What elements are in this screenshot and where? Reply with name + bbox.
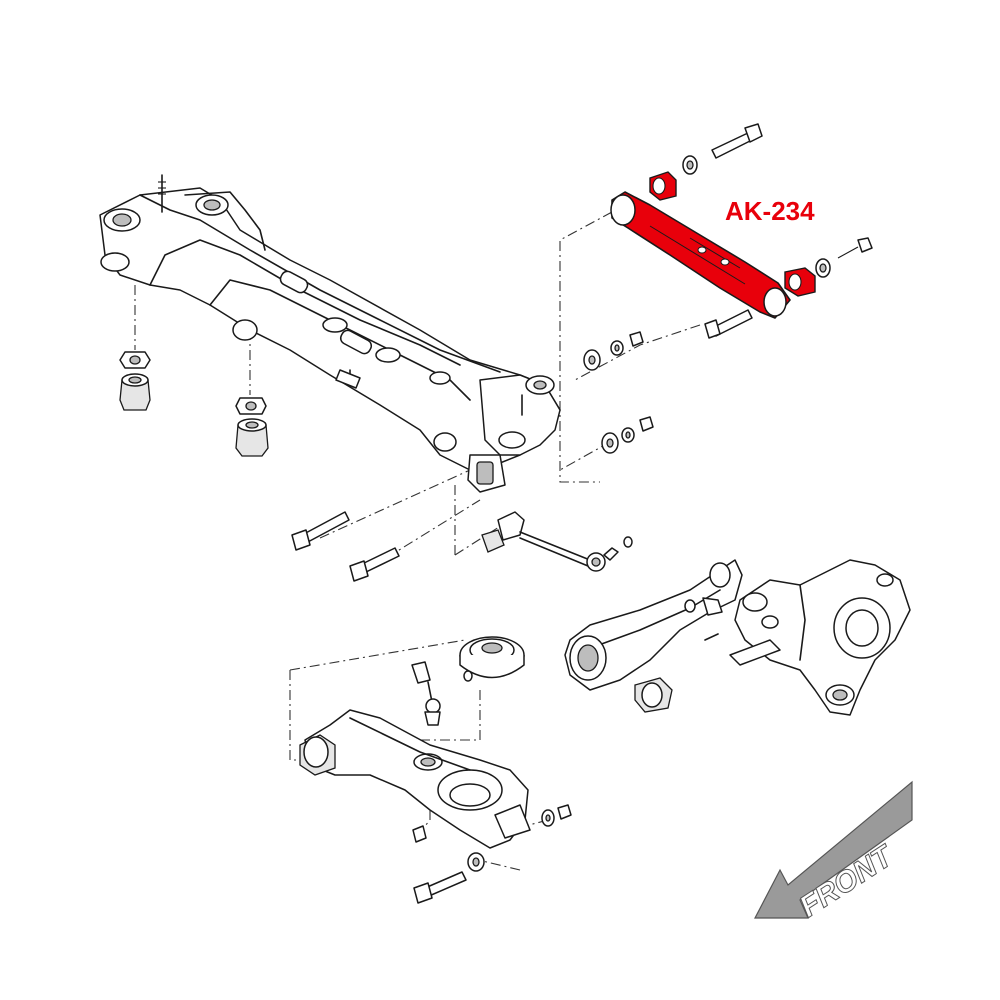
subframe-bolt-2 bbox=[349, 547, 400, 582]
lower-spring-arm bbox=[299, 709, 531, 849]
upper-control-arm bbox=[564, 559, 743, 713]
highlighted-trailing-arm bbox=[610, 171, 816, 319]
washer-nut-stack-lower bbox=[601, 416, 654, 454]
rear-subframe bbox=[99, 174, 561, 493]
washer-nut-stack-upper bbox=[583, 331, 644, 371]
part-number-label: AK-234 bbox=[725, 196, 815, 226]
rear-knuckle bbox=[729, 559, 911, 716]
arm-hardware bbox=[682, 123, 873, 339]
stabilizer-link bbox=[481, 511, 633, 572]
front-arrow-icon bbox=[754, 780, 913, 919]
assembly-leader-lines bbox=[134, 211, 701, 871]
subframe-mount-left bbox=[119, 351, 151, 411]
subframe-bolt-1 bbox=[291, 511, 350, 551]
spring-seat bbox=[459, 636, 525, 679]
subframe-mount-center bbox=[235, 397, 269, 457]
sensor-link bbox=[411, 661, 473, 726]
lower-arm-hardware bbox=[412, 804, 572, 904]
